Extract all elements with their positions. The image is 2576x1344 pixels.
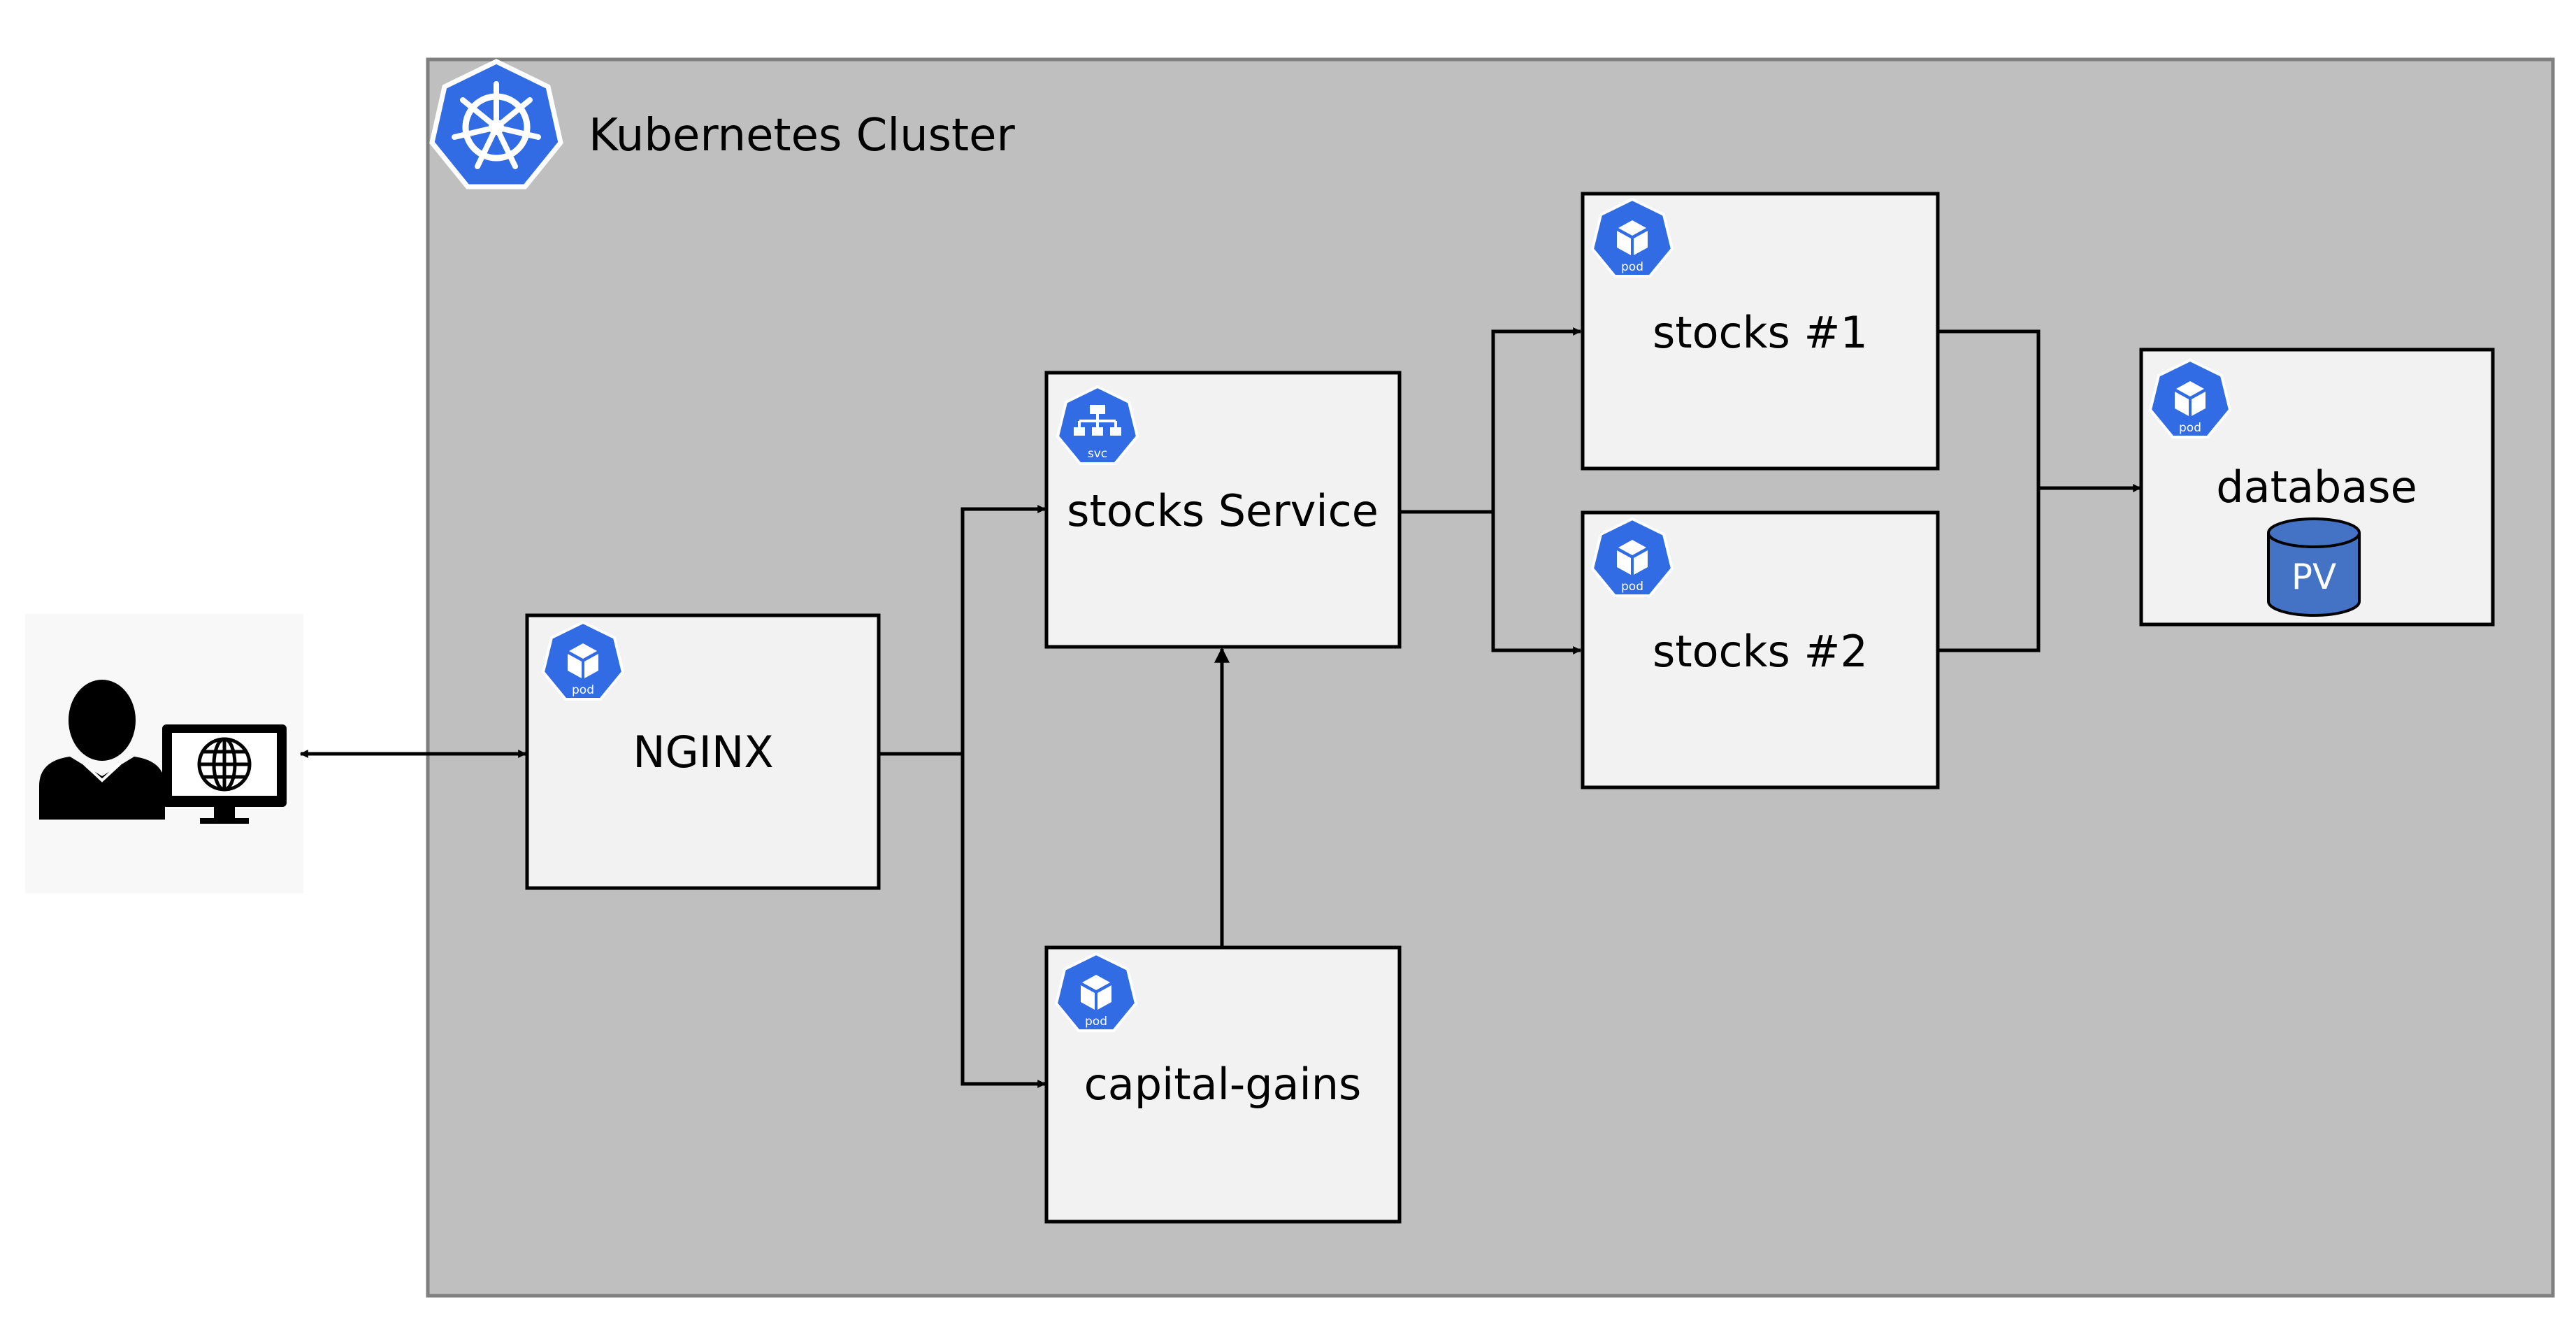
pv-label: PV [2291,557,2336,597]
pod-icon: pod [1054,952,1138,1032]
pod-icon: pod [1590,197,1674,278]
capital-gains-label: capital-gains [1084,1059,1362,1110]
stocks-service-node: svc stocks Service [1044,371,1402,649]
pod-icon-label: pod [1621,260,1643,274]
nginx-node: pod NGINX [525,613,881,890]
stocks1-to-database-connector [1938,329,2041,488]
capital-gains-node: pod capital-gains [1044,945,1402,1224]
connectors [299,327,2142,1088]
pod-icon-label: pod [1085,1015,1107,1029]
service-to-stocks2-connector [1491,512,1582,655]
pod-icon: pod [541,620,625,701]
nginx-to-capital-gains-connector [960,754,1046,1088]
pod-icon: pod [2148,358,2232,438]
stocks2-to-database-connector [1938,488,2041,652]
cluster-title: Kubernetes Cluster [589,110,1015,162]
service-icon-label: svc [1088,447,1107,461]
stocks1-node: pod stocks #1 [1581,192,1940,471]
database-label: database [2216,462,2417,513]
service-to-stocks1-connector [1399,327,1582,514]
stocks-service-label: stocks Service [1067,485,1379,536]
nginx-label: NGINX [633,727,774,778]
user-icon [39,680,165,820]
nginx-to-service-connector [879,505,1046,756]
pod-icon-label: pod [572,683,594,697]
pod-icon-label: pod [1621,580,1643,594]
pod-icon: pod [1590,517,1674,597]
database-node: pod database PV [2139,348,2495,627]
monitor-globe-icon [162,724,287,824]
cylinder-icon: PV [2267,517,2361,617]
service-network-icon: svc [1056,385,1139,465]
kubernetes-helm-icon [429,59,563,190]
stocks1-label: stocks #1 [1653,307,1868,358]
pod-icon-label: pod [2179,421,2201,435]
stocks2-label: stocks #2 [1653,626,1868,677]
stocks2-node: pod stocks #2 [1581,510,1940,789]
